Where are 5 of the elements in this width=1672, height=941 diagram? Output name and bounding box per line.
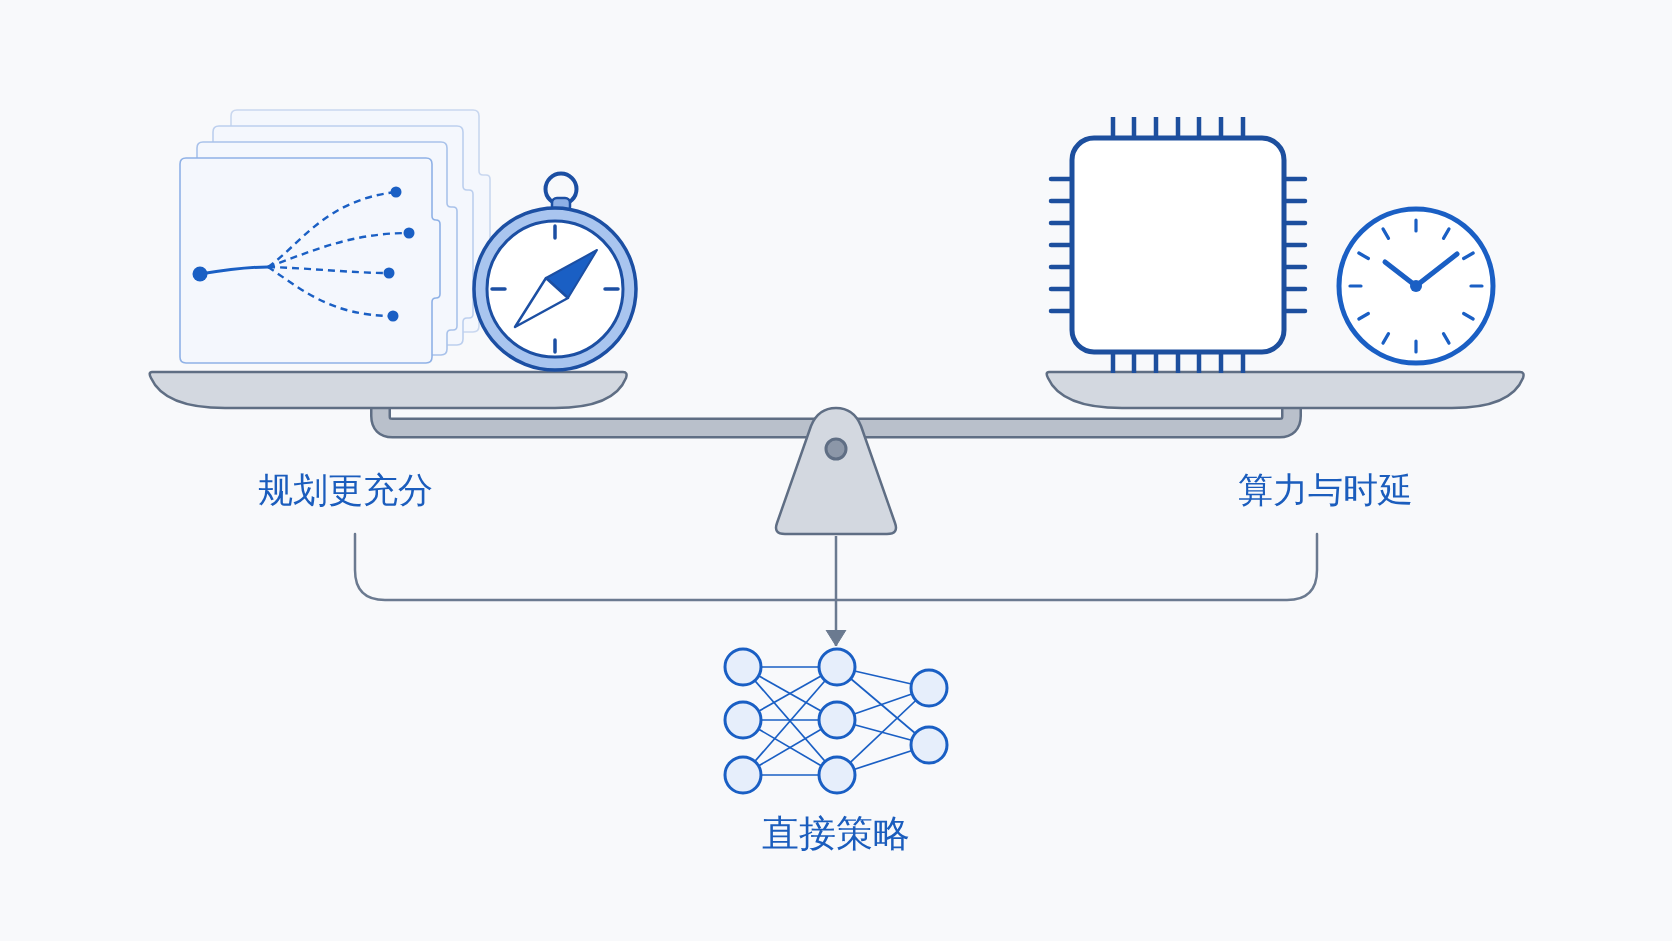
node-label: 直接策略: [762, 812, 910, 856]
arrow: [825, 536, 847, 647]
pan-label: 算力与时延: [1237, 469, 1413, 511]
pan-label: 规划更充分: [257, 469, 433, 511]
neural-network-icon: [722, 646, 950, 796]
